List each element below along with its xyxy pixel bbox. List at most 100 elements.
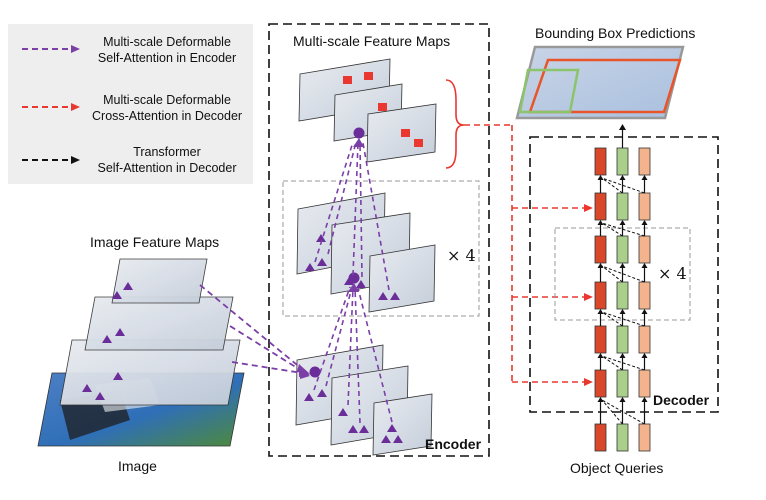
decoder-flow-arrowhead xyxy=(641,353,648,358)
legend-arrow-black xyxy=(22,156,80,164)
legend-line: Multi-scale Deformable xyxy=(103,93,231,107)
output-feature-maps xyxy=(298,58,437,163)
encoder-repeat-block xyxy=(282,180,480,317)
decoder-token xyxy=(616,235,629,264)
decoder-token xyxy=(594,192,607,221)
decoder-flow-arrowhead xyxy=(641,397,648,402)
decoder-flow-arrowhead xyxy=(619,263,626,268)
cross-attention-arrows xyxy=(464,124,585,383)
decoder-token xyxy=(594,325,607,354)
decoder-flow-arrowhead xyxy=(619,220,626,225)
decoder-flow-arrowhead xyxy=(641,309,648,314)
decoder-token xyxy=(616,325,629,354)
decoder-self-attention-arrow xyxy=(601,222,645,237)
decoder-repeat-count: × 4 xyxy=(658,264,687,283)
decoder-flow-arrowhead xyxy=(619,397,626,402)
legend-line: Self-Attention in Encoder xyxy=(97,51,237,65)
decoder-flow-arrowhead xyxy=(597,220,604,225)
legend-item-transformer-self-attention: Transformer Self-Attention in Decoder xyxy=(92,144,242,176)
object-query-token xyxy=(616,423,629,452)
decoder-token xyxy=(616,147,629,176)
encoder-self-attention-arrows xyxy=(313,141,393,424)
decoder-flow-arrowhead xyxy=(619,309,626,314)
decoder-flow-arrowhead xyxy=(619,175,626,180)
query-point-middle xyxy=(348,272,360,284)
input-feature-maps-encoder xyxy=(295,344,433,456)
decoder-flow-arrowhead xyxy=(641,263,648,268)
multi-scale-feature-maps-label: Multi-scale Feature Maps xyxy=(293,33,451,49)
decoder-flow-arrowhead xyxy=(597,175,604,180)
decoder-token xyxy=(638,281,651,310)
image-feature-maps-label: Image Feature Maps xyxy=(90,234,220,250)
decoder-token-stacks xyxy=(594,124,651,452)
legend-arrow-purple xyxy=(22,45,80,53)
decoder-self-attention-arrow xyxy=(601,355,623,371)
output-maps-brace xyxy=(445,79,465,169)
intermediate-feature-maps xyxy=(296,192,436,313)
decoder-flow-arrowhead xyxy=(597,263,604,268)
legend-item-cross-attention-decoder: Multi-scale Deformable Cross-Attention i… xyxy=(92,92,242,124)
object-queries-label: Object Queries xyxy=(570,460,664,476)
decoder-token xyxy=(616,369,629,398)
decoder-flow-arrowhead xyxy=(619,353,626,358)
decoder-flow-arrowhead xyxy=(641,175,648,180)
decoder-token xyxy=(638,192,651,221)
decoder-flow-arrowhead xyxy=(641,220,648,225)
decoder-box xyxy=(529,136,719,413)
decoder-flow-arrowhead xyxy=(597,353,604,358)
object-query-token xyxy=(594,423,607,452)
decoder-token xyxy=(638,325,651,354)
pred-box-orange xyxy=(528,58,682,114)
encoder-label: Encoder xyxy=(425,436,482,452)
sampling-points-image xyxy=(82,282,133,400)
pred-box-green xyxy=(518,68,580,114)
legend-line: Self-Attention in Decoder xyxy=(97,161,237,175)
decoder-token xyxy=(638,235,651,264)
image-label: Image xyxy=(118,458,157,474)
decoder-token xyxy=(638,147,651,176)
decoder-self-attention-arrow xyxy=(601,311,623,327)
decoder-self-attention-arrow xyxy=(601,265,645,283)
decoder-self-attention-arrow xyxy=(601,311,645,327)
decoder-self-attention-arrow xyxy=(601,265,623,283)
decoder-token xyxy=(594,281,607,310)
bounding-box-predictions-label: Bounding Box Predictions xyxy=(535,25,696,41)
encoder-input-arrows xyxy=(199,284,303,374)
decoder-label: Decoder xyxy=(653,392,710,408)
decoder-self-attention-arrow xyxy=(601,399,645,425)
legend-item-self-attention-encoder: Multi-scale Deformable Self-Attention in… xyxy=(92,34,242,66)
object-query-token xyxy=(638,423,651,452)
encoder-repeat-count: × 4 xyxy=(447,246,476,265)
reference-points-output xyxy=(343,72,423,147)
bounding-box-predictions-image xyxy=(515,45,685,120)
prediction-output-arrowhead xyxy=(619,124,626,130)
decoder-token xyxy=(594,147,607,176)
legend-line: Transformer xyxy=(133,145,201,159)
query-point-output xyxy=(353,127,365,139)
image-pyramid xyxy=(37,258,245,447)
encoder-self-attention-arrowheads xyxy=(348,138,364,292)
decoder-token xyxy=(616,281,629,310)
decoder-self-attention-arrow xyxy=(601,355,645,371)
decoder-token xyxy=(616,192,629,221)
cross-attention-arrowheads xyxy=(584,204,593,386)
encoder-input-arrowheads xyxy=(297,364,310,379)
sampling-points-middle xyxy=(305,234,400,300)
legend-arrow-red xyxy=(22,103,80,111)
legend-line: Multi-scale Deformable xyxy=(103,35,231,49)
decoder-token xyxy=(638,369,651,398)
decoder-self-attention-arrow xyxy=(601,399,623,425)
image-feature-map-level-3 xyxy=(111,258,208,304)
encoder-box xyxy=(268,23,490,457)
decoder-token xyxy=(594,369,607,398)
legend-panel: Multi-scale Deformable Self-Attention in… xyxy=(8,24,253,184)
sampling-points-bottom xyxy=(304,389,403,443)
decoder-token xyxy=(594,235,607,264)
legend-arrows xyxy=(22,45,80,164)
decoder-self-attention-arrow xyxy=(601,177,645,194)
decoder-flow-arrowhead xyxy=(597,309,604,314)
legend-line: Cross-Attention in Decoder xyxy=(92,109,243,123)
decoder-self-attention-arrow xyxy=(601,222,623,237)
